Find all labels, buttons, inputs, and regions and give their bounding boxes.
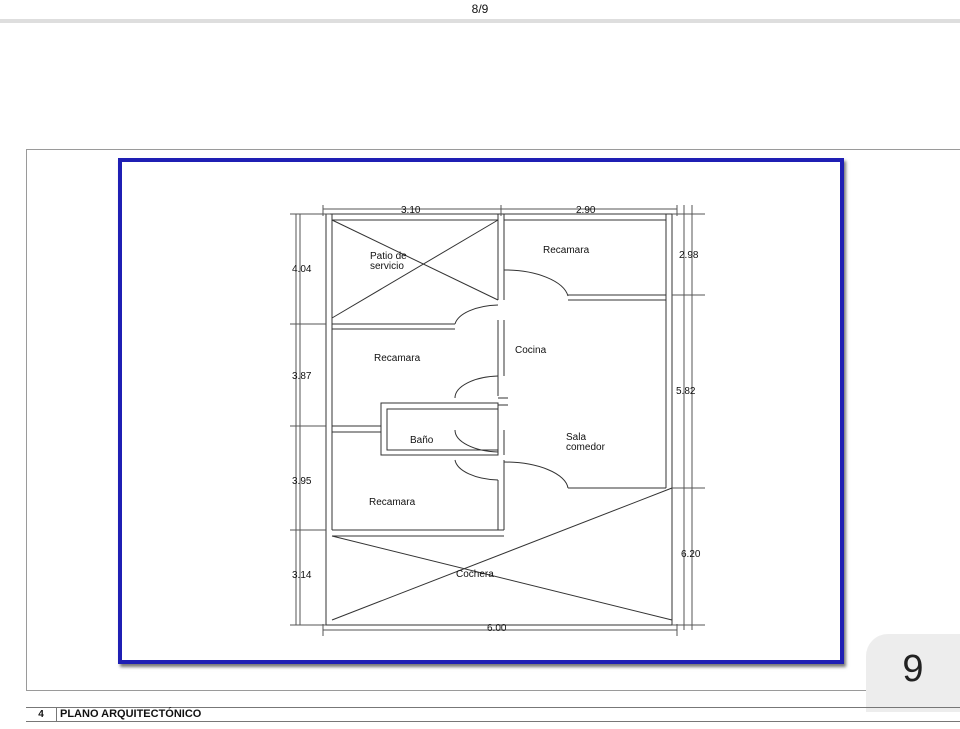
patio-walls bbox=[331, 214, 505, 319]
dim-bottom: 6.00 bbox=[487, 623, 507, 634]
toolbar-divider bbox=[0, 19, 960, 23]
page-indicator: 8/9 bbox=[471, 2, 489, 16]
recamara-top-walls bbox=[503, 219, 666, 301]
dim-top-left: 3.10 bbox=[401, 205, 421, 216]
dim-left-1: 4.04 bbox=[292, 264, 312, 275]
recamara-bottom-walls bbox=[332, 459, 666, 537]
page-badge bbox=[866, 634, 960, 712]
middle-divider-walls bbox=[332, 304, 505, 396]
outer-walls bbox=[323, 213, 677, 626]
dim-right-3: 6.20 bbox=[681, 549, 701, 560]
caption-bar: 4 PLANO ARQUITECTÓNICO bbox=[26, 707, 960, 722]
room-label-recamara-mid: Recamara bbox=[374, 353, 421, 364]
caption-index: 4 bbox=[26, 708, 57, 721]
dim-top-right: 2.90 bbox=[576, 205, 596, 216]
dimension-lines bbox=[290, 205, 705, 636]
dim-left-2: 3.87 bbox=[292, 371, 312, 382]
dim-left-4: 3.14 bbox=[292, 570, 312, 581]
room-label-cochera: Cochera bbox=[456, 569, 494, 580]
room-label-bano: Baño bbox=[410, 435, 434, 446]
room-label-recamara-top: Recamara bbox=[543, 245, 590, 256]
dim-right-2: 5.82 bbox=[676, 386, 696, 397]
page-number: 9 bbox=[902, 648, 924, 690]
cochera-lines bbox=[331, 487, 673, 621]
caption-title: PLANO ARQUITECTÓNICO bbox=[60, 708, 202, 720]
document-sheet bbox=[26, 149, 960, 691]
viewer-toolbar: 8/9 bbox=[0, 0, 960, 18]
room-label-recamara-bottom: Recamara bbox=[369, 497, 416, 508]
bano-walls bbox=[332, 375, 508, 456]
drawing-frame bbox=[118, 158, 844, 664]
dim-right-1: 2.98 bbox=[679, 250, 699, 261]
dim-left-3: 3.95 bbox=[292, 476, 312, 487]
room-label-cocina: Cocina bbox=[515, 345, 547, 356]
